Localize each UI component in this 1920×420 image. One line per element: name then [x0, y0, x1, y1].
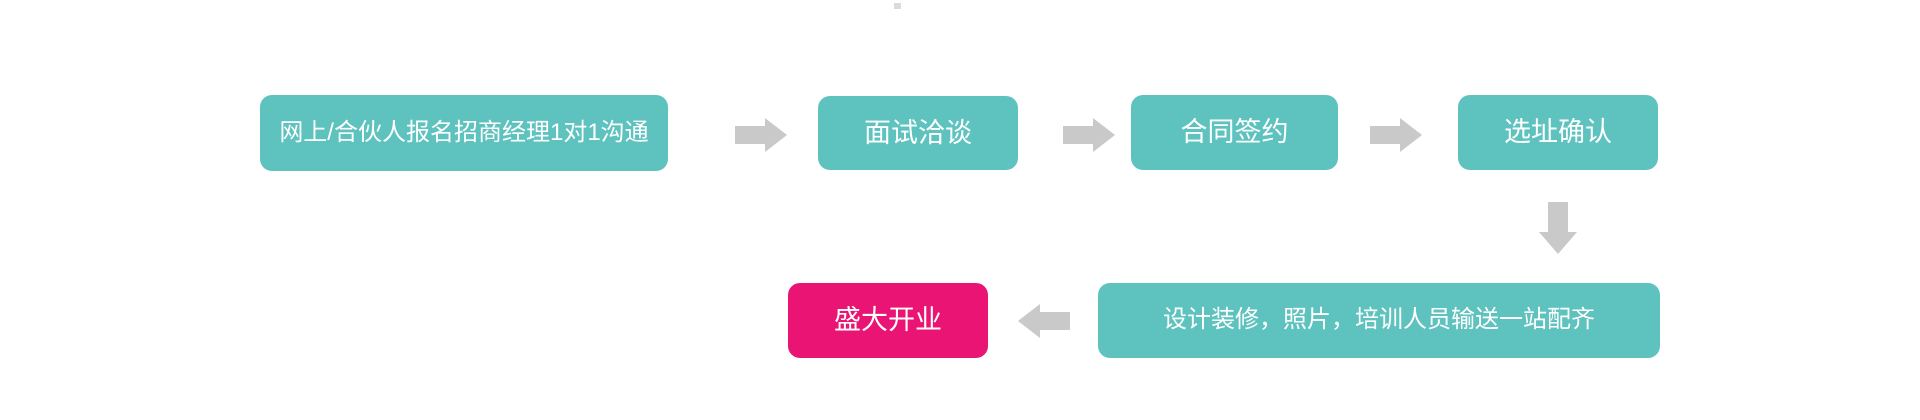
flow-step-site-selection: 选址确认 — [1458, 95, 1658, 170]
flow-step-label: 合同签约 — [1180, 117, 1289, 148]
flow-step-label: 网上/合伙人报名招商经理1对1沟通 — [279, 118, 649, 146]
arrow-right-icon — [735, 118, 787, 152]
arrow-left-icon — [1018, 304, 1070, 338]
page-artifact-dot — [894, 3, 901, 9]
flow-step-label: 面试洽谈 — [864, 117, 972, 148]
flow-step-interview: 面试洽谈 — [818, 96, 1018, 170]
flow-step-registration: 网上/合伙人报名招商经理1对1沟通 — [260, 95, 668, 171]
flow-step-label: 选址确认 — [1504, 117, 1612, 148]
flow-step-label: 盛大开业 — [834, 305, 942, 336]
flow-step-preparation: 设计装修，照片，培训人员输送一站配齐 — [1098, 283, 1660, 358]
flow-step-contract: 合同签约 — [1131, 95, 1338, 170]
arrow-down-icon — [1539, 202, 1577, 254]
flow-step-opening: 盛大开业 — [788, 283, 988, 358]
arrow-right-icon — [1063, 118, 1115, 152]
flow-step-label: 设计装修，照片，培训人员输送一站配齐 — [1163, 306, 1595, 334]
arrow-right-icon — [1370, 118, 1422, 152]
